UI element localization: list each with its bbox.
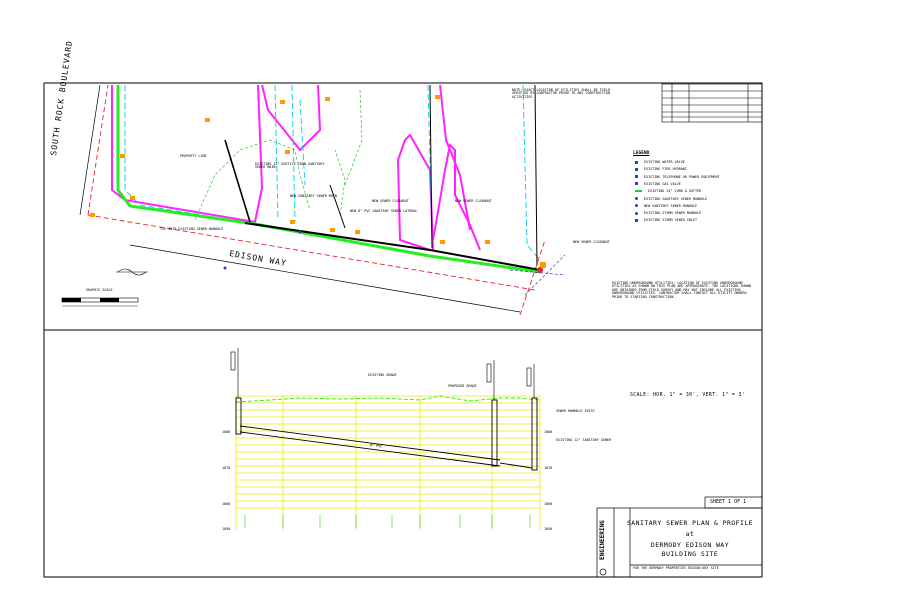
legend-label: EXISTING WATER VALVE — [644, 160, 685, 164]
existing-grade-label: EXISTING GRADE — [368, 373, 397, 377]
sewer-main — [224, 84, 541, 271]
gas-icon — [635, 182, 638, 186]
pipe-profile — [235, 397, 538, 471]
legend-item: EXISTING FIRE HYDRANT — [635, 167, 687, 171]
legend-label: NEW SANITARY SEWER MANHOLE — [644, 203, 698, 208]
structure-markers — [230, 348, 535, 400]
profile-grid-horizontal — [236, 395, 540, 509]
cyan-utility-lines — [124, 84, 541, 261]
elevation-label: 1080 — [222, 430, 231, 434]
elevation-label: 1050 — [544, 527, 553, 531]
legend-item: EXISTING SANITARY SEWER MANHOLE — [635, 197, 707, 201]
elevation-label: 1070 — [544, 466, 553, 470]
legend-item: EXISTING WATER VALVE — [635, 160, 685, 164]
proposed-grade-label: PROPOSED GRADE — [448, 384, 477, 388]
dot-icon — [635, 197, 638, 200]
profile-grid-vertical — [235, 396, 541, 530]
elevation-label: 1050 — [222, 527, 231, 531]
elevation-label: 1070 — [222, 466, 231, 470]
elevation-label: 1080 — [544, 430, 553, 434]
legend-item: EXISTING TELEPHONE OR POWER EQUIPMENT — [635, 175, 720, 179]
top-note: NOTE: EXACT LOCATION OF UTILITIES SHALL … — [512, 88, 610, 99]
station-ticks — [244, 515, 531, 528]
profile-scale-note: SCALE: HOR. 1" = 30', VERT. 1" = 3' — [630, 393, 746, 398]
right-callout-1: SEWER MANHOLE EXIST. — [556, 409, 597, 413]
title-line-2: at — [685, 530, 695, 538]
callout-lateral: NEW 8" PVC SANITARY SEWER LATERAL — [350, 209, 418, 213]
legend-label: EXISTING TELEPHONE OR POWER EQUIPMENT — [644, 174, 720, 179]
callout-existing-main: EXISTING 12" DUCTILE IRON SANITARY SEWER… — [255, 162, 325, 170]
site-symbols — [90, 95, 546, 273]
title-footer: FOR THE DERMODY PROPERTIES EDISON WAY SI… — [633, 566, 719, 570]
property-lines — [87, 84, 546, 316]
building-outlines — [111, 84, 481, 251]
dot-icon — [635, 211, 638, 215]
hydrant-icon — [635, 167, 638, 171]
callout-cleanout-3: NEW SEWER CLEANOUT — [573, 240, 610, 244]
green-dashed-lines — [194, 89, 363, 221]
legend-item: EXISTING STORM SEWER MANHOLE — [635, 211, 701, 215]
existing-grade — [235, 395, 541, 403]
sheet-number: SHEET 1 OF 1 — [710, 499, 747, 505]
graphic-scale-label: GRAPHIC SCALE — [86, 288, 113, 292]
legend-label: EXISTING STORM SEWER INLET — [644, 218, 698, 223]
underground-utilities-note: EXISTING UNDERGROUND UTILITIES: LOCATION… — [612, 281, 751, 299]
title-line-1: SANITARY SEWER PLAN & PROFILE — [626, 519, 754, 527]
legend-item: EXISTING STORM SEWER INLET — [635, 218, 697, 222]
legend-label: EXISTING STORM SEWER MANHOLE — [644, 211, 702, 216]
legend-label: EXISTING GAS VALVE — [644, 181, 681, 186]
callout-cleanout-2: NEW SEWER CLEANOUT — [455, 199, 492, 203]
title-line-3: DERMODY EDISON WAY — [650, 541, 730, 549]
dot-icon — [635, 204, 638, 208]
legend-item: NEW SANITARY SEWER MANHOLE — [635, 204, 697, 208]
callout-new-main: NEW SANITARY SEWER MAIN — [290, 194, 337, 198]
curb-icon — [635, 190, 642, 193]
callout-property-line: PROPERTY LINE — [180, 154, 207, 158]
square-icon — [635, 218, 638, 222]
legend-label: EXISTING SANITARY SEWER MANHOLE — [644, 196, 708, 201]
valve-icon — [635, 160, 638, 164]
legend-label: EXISTING 24" CURB & GUTTER — [648, 189, 702, 194]
legend-label: EXISTING FIRE HYDRANT — [644, 167, 687, 172]
north-arrow — [116, 268, 148, 276]
box-icon — [635, 175, 638, 179]
elevation-label: 1060 — [544, 502, 553, 506]
edison-way-edge — [79, 84, 521, 313]
revision-block — [661, 83, 763, 123]
right-callout-2: EXISTING 12" SANITARY SEWER — [556, 438, 612, 442]
legend-item: EXISTING 24" CURB & GUTTER — [635, 189, 701, 193]
curb-gutter — [116, 85, 541, 274]
graphic-scale — [61, 297, 139, 307]
blue-dashed-lines — [509, 254, 566, 296]
elevation-label: 1060 — [222, 502, 231, 506]
title-line-4: BUILDING SITE — [661, 550, 719, 558]
firm-name: ENGINEERING — [599, 520, 606, 560]
legend-item: EXISTING GAS VALVE — [635, 182, 681, 186]
callout-cleanout-1: NEW SEWER CLEANOUT — [372, 199, 409, 203]
callout-tie-in: TIE INTO EXISTING SEWER MANHOLE — [160, 227, 224, 231]
title-block — [596, 496, 763, 578]
legend-title: LEGEND — [633, 151, 650, 156]
